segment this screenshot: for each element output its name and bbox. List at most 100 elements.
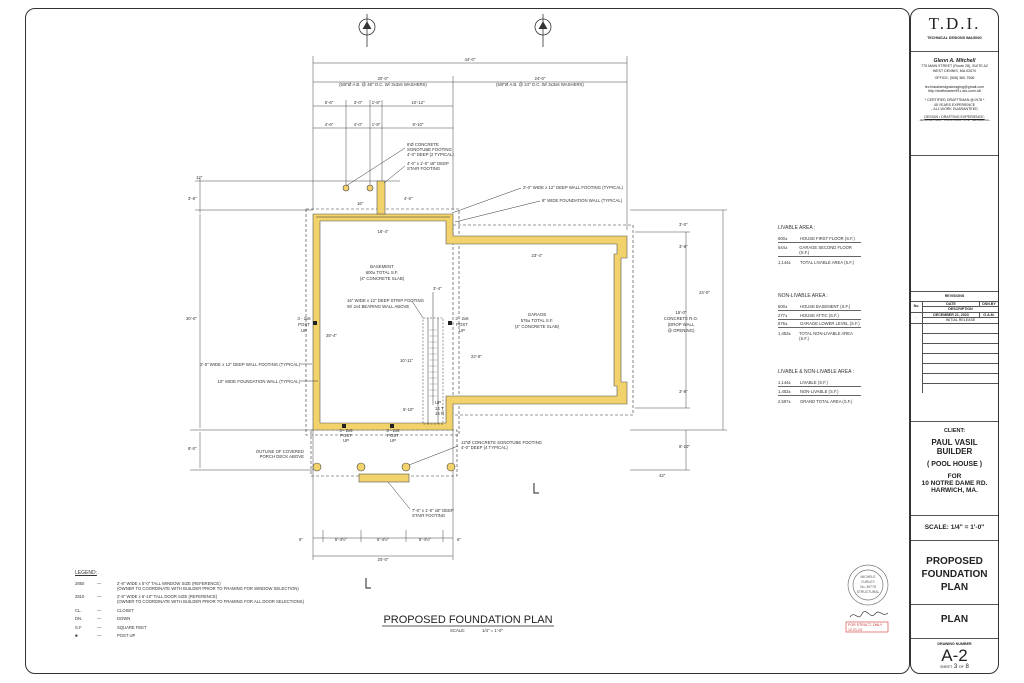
note-risers: 15 R — [435, 411, 444, 416]
dim-text: 10'-11" — [400, 358, 413, 363]
rev-header: DATE — [923, 301, 980, 307]
blank-area — [911, 156, 998, 292]
dim-text: 30'-0" — [186, 316, 197, 321]
note-stair: STAIR FOOTING — [412, 513, 446, 518]
stamp-text: MICHELE — [860, 575, 876, 579]
dim-text: (5/8"Ø A.B. @ 48" O.C. W/ 3x3x6 WASHERS) — [339, 82, 427, 87]
drawing-number-box: DRAWING NUMBER A-2 SHEET 3 OF 8 — [911, 639, 998, 673]
note-concrete-ro: @ OPENING) — [668, 328, 695, 333]
scale-text: SCALE: 1/4" = 1'-0" — [924, 524, 985, 531]
area-desc: GARAGE SECOND FLOOR (S.F.) — [799, 244, 852, 255]
table-row: 600±HOUSE FIRST FLOOR (S.F.) — [778, 235, 861, 244]
legend-text: 2'-8" WIDE x 6'-10" TALL DOOR SIZE (REFE… — [117, 594, 218, 600]
area-value: 1,453± — [778, 388, 791, 394]
company-logo: T.D.I. TECHNICAL DESIGNS IMAGING — [911, 9, 998, 52]
table-row: 1,453±NON-LIVABLE (S.F.) — [778, 387, 861, 396]
dim-text: 3'-0" — [679, 222, 688, 227]
table-row: 600±HOUSE BASEMENT (S.F.) — [778, 303, 861, 312]
basement-label: BASEMENT — [370, 264, 394, 269]
dim-text: 3'-8" — [188, 196, 197, 201]
table-row: 277±HOUSE ATTIC (S.F.) — [778, 311, 861, 320]
note-sonotube: SONOTUBE FOOTING — [407, 147, 453, 152]
legend-dash: — — [97, 581, 102, 586]
area-value: 544± — [778, 244, 788, 250]
dim-text: 4'-0" — [404, 196, 413, 201]
sonotube-footing — [342, 184, 350, 192]
dim-text: 4'-6" — [325, 122, 334, 127]
livable-area-table: LIVABLE AREA : 600±HOUSE FIRST FLOOR (S.… — [778, 226, 861, 266]
legend-text: 2'-8" WIDE x 5'-0" TALL WINDOW SIZE (REF… — [117, 581, 221, 586]
note-concrete-ro: (DROP WALL — [668, 322, 695, 327]
sheet-total: 8 — [965, 663, 969, 670]
revisions-title: REVISIONS — [911, 292, 998, 302]
note-wall-footing: 2'-0" WIDE x 12" DEEP WALL FOOTING (TYPI… — [523, 185, 624, 190]
area-desc: GRAND TOTAL AREA (S.F.) — [800, 398, 853, 404]
rev-by: G.A.M. — [983, 312, 995, 317]
note-porch-outline: PORCH DECK ABOVE — [260, 454, 305, 459]
client-label: CLIENT: — [943, 428, 966, 434]
area-value: 1,453± — [778, 331, 791, 337]
legend-row: 2810—2'-8" WIDE x 6'-10" TALL DOOR SIZE … — [75, 594, 304, 604]
sheet-title: PLAN — [940, 582, 969, 593]
contact-info: Glenn A. Mitchell 775 MAIN STREET (Route… — [911, 52, 998, 156]
site-address: HARWICH, MA. — [931, 487, 978, 494]
area-value: 1,144± — [778, 380, 791, 386]
dim-text: 16" — [357, 201, 364, 206]
area-value: 1,144± — [778, 259, 791, 265]
dim-text: 8'-0" — [188, 446, 197, 451]
dim-text: 8'-10" — [679, 444, 690, 449]
note-strip-footing: W/ 2x4 BEARING WALL ABOVE — [347, 304, 409, 309]
sheet-title: PROPOSED — [926, 556, 983, 567]
legend-dash: — — [97, 607, 102, 613]
sonotube-footing — [401, 462, 411, 472]
scale-box: SCALE: 1/4" = 1'-0" — [911, 516, 998, 541]
note-strip-footing: 16" WIDE x 12" DEEP STRIP FOOTING — [347, 298, 425, 303]
legend-dash: — — [97, 616, 102, 622]
dim-text: 10'-12" — [411, 100, 425, 105]
sheet-type-box: PLAN — [911, 605, 998, 639]
legend-text: SQUARE FEET — [117, 624, 147, 630]
garage-slab: (4" CONCRETE SLAB) — [515, 324, 560, 329]
legend: LEGEND: 2850—2'-8" WIDE x 5'-0" TALL WIN… — [75, 571, 304, 641]
note-wall: 10" WIDE FOUNDATION WALL (TYPICAL) — [217, 379, 300, 384]
note-stair: 7'-0" x 1'-0" x8" DEEP — [412, 508, 454, 513]
office-phone: OFFICE: (508) 360-7506 — [934, 76, 975, 81]
dim-overall: 44'-0" — [465, 57, 476, 62]
north-arrow-icon — [534, 14, 552, 47]
sonotube-footing — [356, 462, 366, 472]
legend-text: POST UP — [117, 632, 136, 638]
rev-desc: INITIAL RELEASE — [945, 318, 976, 323]
dim-text: 3'-4" — [433, 286, 442, 291]
dim-text: 20'-0" — [378, 76, 389, 81]
legend-key: ■ — [75, 632, 78, 638]
note-porch-outline: OUTLINE OF COVERED — [256, 449, 304, 454]
legend-key: CL. — [75, 607, 82, 613]
sonotube-footing — [446, 462, 456, 472]
note-stair-up: UP — [435, 400, 441, 405]
basement-slab: (4" CONCRETE SLAB) — [360, 276, 405, 281]
dim-text: 23'-4" — [532, 253, 543, 258]
signature-icon — [849, 611, 889, 618]
area-value: 600± — [778, 304, 788, 310]
client-info: CLIENT: PAUL VASIL BUILDER ( POOL HOUSE … — [911, 422, 998, 516]
legend-row: 2850—2'-8" WIDE x 5'-0" TALL WINDOW SIZE… — [75, 581, 304, 591]
post-up-marker — [390, 424, 394, 428]
rev-header: DSN.BY — [982, 301, 996, 306]
disciplines: - ARCHITECTURAL - STRUCTURAL - CIVIL - M… — [918, 119, 991, 123]
dim-text: 18'-4" — [378, 229, 389, 234]
project-name: ( POOL HOUSE ) — [926, 461, 983, 468]
foundation-wall — [312, 180, 628, 483]
drawing-label: DRAWING NUMBER — [937, 642, 972, 646]
dim-text: 6'-4½" — [377, 537, 390, 542]
drawing-sheet-border — [25, 8, 910, 674]
non-livable-title: NON-LIVABLE AREA : — [778, 293, 828, 299]
note-post: UP — [301, 328, 307, 333]
legend-row: ■—POST UP — [75, 633, 304, 638]
legend-dash: — — [97, 594, 102, 600]
legend-text: CLOSET — [117, 607, 134, 613]
dim-text: 3'-8" — [679, 389, 688, 394]
note-post: POST — [298, 322, 310, 327]
note-post: POST — [456, 322, 468, 327]
plan-title: PROPOSED FOUNDATION PLAN — [383, 614, 552, 626]
